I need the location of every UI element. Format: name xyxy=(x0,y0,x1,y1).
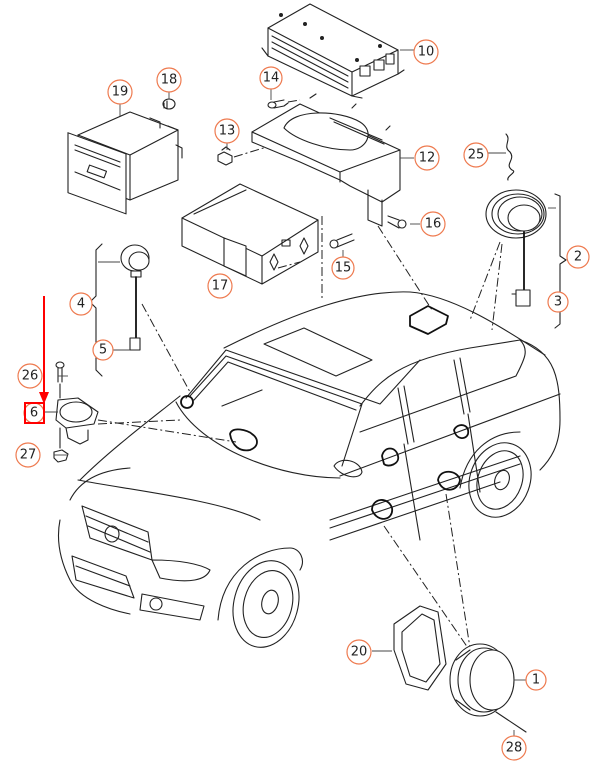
tweeter-assembly xyxy=(120,244,150,351)
rear-speaker-assembly xyxy=(485,189,547,307)
callout-15[interactable]: 15 xyxy=(331,256,355,280)
speaker-locations xyxy=(180,305,470,520)
callout-5[interactable]: 5 xyxy=(92,339,114,361)
svg-text:20: 20 xyxy=(351,645,368,660)
svg-text:25: 25 xyxy=(468,148,485,163)
screw xyxy=(329,233,355,249)
dashboard-speaker xyxy=(55,397,99,445)
highlight-arrowhead xyxy=(39,392,49,404)
amplifier xyxy=(261,3,405,99)
callout-25[interactable]: 25 xyxy=(463,142,489,168)
bolt xyxy=(55,361,65,383)
svg-text:14: 14 xyxy=(263,71,280,86)
svg-text:3: 3 xyxy=(554,295,562,310)
radio-head-unit xyxy=(67,111,183,215)
svg-text:5: 5 xyxy=(99,343,107,358)
svg-text:26: 26 xyxy=(22,369,39,384)
callout-10[interactable]: 10 xyxy=(413,39,439,65)
vehicle-body xyxy=(57,291,561,648)
svg-text:15: 15 xyxy=(335,261,352,276)
highlight-marker xyxy=(24,296,49,424)
nut xyxy=(162,98,176,110)
cd-changer xyxy=(181,183,319,285)
wire-harness xyxy=(505,133,515,181)
callout-13[interactable]: 13 xyxy=(214,118,240,144)
callout-1[interactable]: 1 xyxy=(525,669,547,691)
callout-28[interactable]: 28 xyxy=(501,735,527,761)
svg-text:17: 17 xyxy=(212,279,229,294)
svg-text:10: 10 xyxy=(418,45,435,60)
svg-text:19: 19 xyxy=(112,85,129,100)
highlight-box xyxy=(24,402,45,424)
callout-14[interactable]: 14 xyxy=(259,66,283,90)
svg-text:16: 16 xyxy=(425,217,442,232)
callout-4[interactable]: 4 xyxy=(69,292,93,316)
svg-text:18: 18 xyxy=(161,73,178,88)
door-speaker-large xyxy=(449,643,515,717)
callout-27[interactable]: 27 xyxy=(15,442,41,468)
screw xyxy=(387,215,407,229)
callout-16[interactable]: 16 xyxy=(420,211,446,237)
callout-19[interactable]: 19 xyxy=(107,79,133,105)
svg-text:13: 13 xyxy=(219,124,236,139)
svg-text:28: 28 xyxy=(506,741,523,756)
wire-lead xyxy=(495,711,527,733)
callout-17[interactable]: 18 xyxy=(156,67,182,93)
svg-text:6: 6 xyxy=(30,406,38,421)
callout-3[interactable]: 3 xyxy=(547,291,569,313)
svg-text:1: 1 xyxy=(532,673,540,688)
svg-text:27: 27 xyxy=(20,448,37,463)
callout-18[interactable]: 17 xyxy=(207,273,233,299)
svg-text:2: 2 xyxy=(574,250,582,265)
callout-26[interactable]: 26 xyxy=(17,363,43,389)
clip xyxy=(217,146,233,166)
speaker-spacer-ring xyxy=(393,605,447,691)
callout-20[interactable]: 20 xyxy=(346,639,372,665)
screw xyxy=(267,99,289,109)
mounting-bracket xyxy=(251,93,401,227)
callout-12[interactable]: 12 xyxy=(414,145,440,171)
svg-text:12: 12 xyxy=(419,151,436,166)
callout-6[interactable]: 6 xyxy=(23,402,45,424)
callout-2[interactable]: 2 xyxy=(566,245,590,269)
svg-text:4: 4 xyxy=(77,297,85,312)
clip-nut xyxy=(53,449,69,463)
